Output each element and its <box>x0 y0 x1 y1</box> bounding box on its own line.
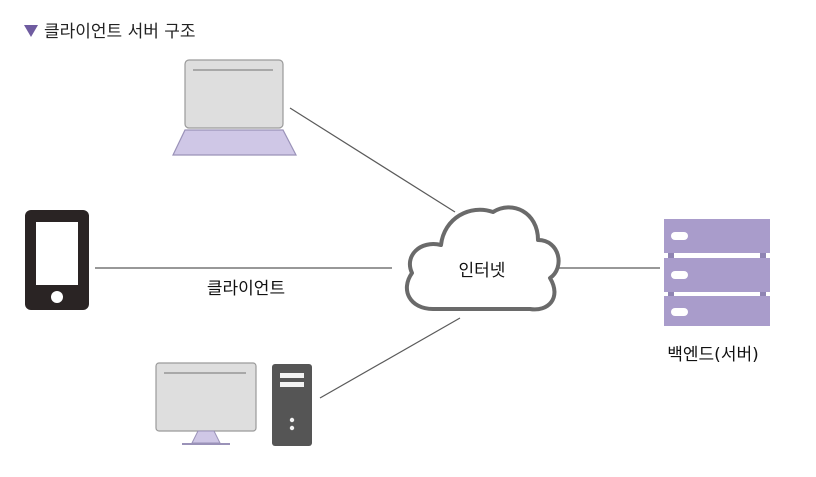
diagram-caption: 클라이언트 서버 구조 <box>24 17 196 42</box>
triangle-down-icon <box>24 24 38 37</box>
caption-title: 클라이언트 서버 구조 <box>44 22 196 42</box>
pc-tower-icon <box>272 364 312 446</box>
client-label: 클라이언트 <box>207 279 285 299</box>
line-laptop-to-cloud <box>289 107 456 213</box>
laptop-icon <box>172 59 297 156</box>
smartphone-icon <box>25 210 89 310</box>
line-desktop-to-cloud <box>319 317 461 399</box>
server-rack-icon <box>664 219 770 326</box>
connector-lines <box>95 107 660 399</box>
backend-label: 백엔드(서버) <box>667 345 758 365</box>
cloud-icon <box>405 205 561 312</box>
internet-label: 인터넷 <box>459 261 506 281</box>
desktop-monitor-icon <box>155 362 257 445</box>
